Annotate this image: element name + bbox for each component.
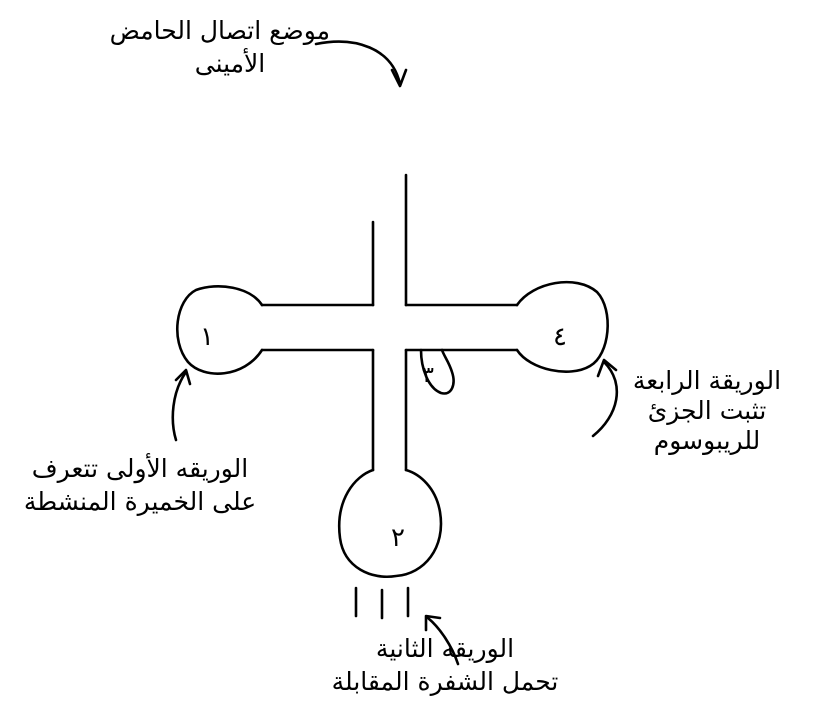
label-first-leaflet-line1: الوريقه الأولى تتعرف <box>0 452 280 485</box>
label-amino-acid-site-line1: موضع اتصال الحامض <box>130 14 330 47</box>
label-second-leaflet: الوريقه الثانية تحمل الشفرة المقابلة <box>325 632 565 698</box>
loop-1-number: ١ <box>200 322 214 352</box>
label-first-leaflet: الوريقه الأولى تتعرف على الخميرة المنشطة <box>0 452 280 518</box>
loop-4-number: ٤ <box>553 322 567 352</box>
loop-1 <box>177 286 262 373</box>
arrow-first-leaflet <box>173 372 186 440</box>
label-fourth-leaflet-line3: للريبوسوم <box>622 426 792 456</box>
loop-3-number: ٣ <box>422 363 434 388</box>
loop-2-number: ٢ <box>391 523 405 553</box>
arrow-fourth-leaflet <box>593 362 617 436</box>
label-fourth-leaflet-line2: تثبت الجزئ <box>622 396 792 426</box>
label-second-leaflet-line1: الوريقه الثانية <box>325 632 565 665</box>
label-fourth-leaflet: الوريقة الرابعة تثبت الجزئ للريبوسوم <box>622 366 792 456</box>
label-first-leaflet-line2: على الخميرة المنشطة <box>0 485 280 518</box>
label-second-leaflet-line2: تحمل الشفرة المقابلة <box>325 665 565 698</box>
label-amino-acid-site: موضع اتصال الحامض الأمينى <box>130 14 330 80</box>
label-amino-acid-site-line2: الأمينى <box>130 47 330 80</box>
label-fourth-leaflet-line1: الوريقة الرابعة <box>622 366 792 396</box>
